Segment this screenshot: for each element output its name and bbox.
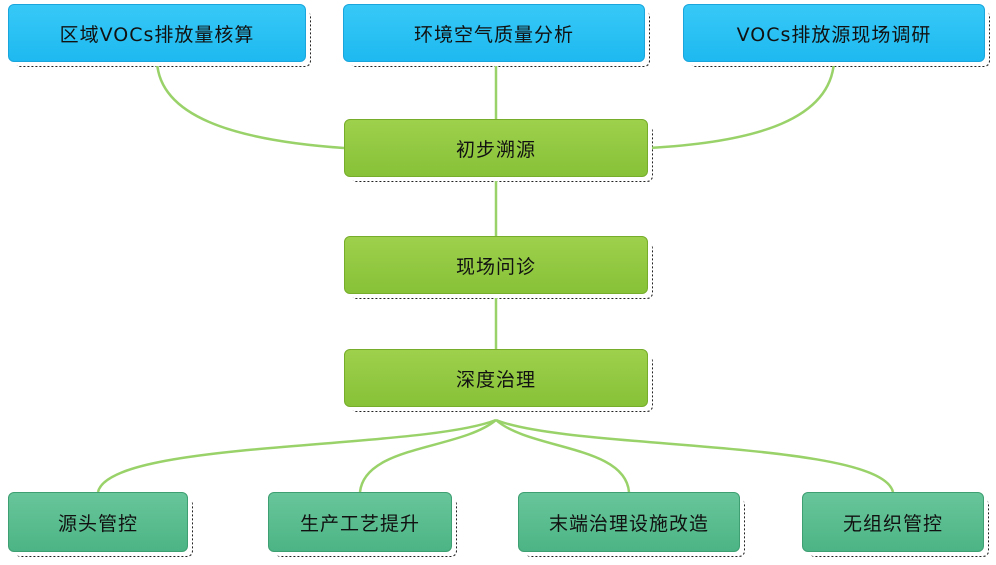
node-label: 无组织管控: [842, 512, 943, 535]
node-end-treatment-retrofit[interactable]: 末端治理设施改造: [518, 492, 745, 557]
node-label: 深度治理: [455, 368, 536, 391]
node-label: VOCs排放源现场调研: [736, 23, 932, 46]
connector-treatment-to-fugitive: [495, 418, 895, 493]
node-regional-vocs-accounting[interactable]: 区域VOCs排放量核算: [8, 4, 311, 67]
node-fugitive-emission-control[interactable]: 无组织管控: [802, 492, 989, 557]
node-label: 环境空气质量分析: [413, 23, 574, 46]
node-process-upgrade[interactable]: 生产工艺提升: [268, 492, 457, 557]
node-label: 现场问诊: [455, 255, 536, 278]
node-preliminary-tracing[interactable]: 初步溯源: [344, 119, 653, 182]
node-deep-treatment[interactable]: 深度治理: [344, 349, 653, 412]
node-label: 生产工艺提升: [299, 512, 420, 535]
node-label: 初步溯源: [455, 138, 536, 161]
connector-treatment-to-end: [495, 419, 631, 493]
node-label: 区域VOCs排放量核算: [59, 23, 255, 46]
connector-survey-to-preliminary: [647, 61, 836, 150]
node-onsite-diagnosis[interactable]: 现场问诊: [344, 236, 653, 299]
node-vocs-source-field-survey[interactable]: VOCs排放源现场调研: [683, 4, 990, 67]
node-source-control[interactable]: 源头管控: [8, 492, 193, 557]
connector-treatment-to-source: [96, 418, 497, 493]
node-label: 末端治理设施改造: [548, 512, 709, 535]
node-label: 源头管控: [57, 512, 138, 535]
connector-regional-to-preliminary: [155, 61, 345, 150]
connector-treatment-to-process: [358, 419, 497, 493]
node-ambient-air-quality-analysis[interactable]: 环境空气质量分析: [343, 4, 650, 67]
